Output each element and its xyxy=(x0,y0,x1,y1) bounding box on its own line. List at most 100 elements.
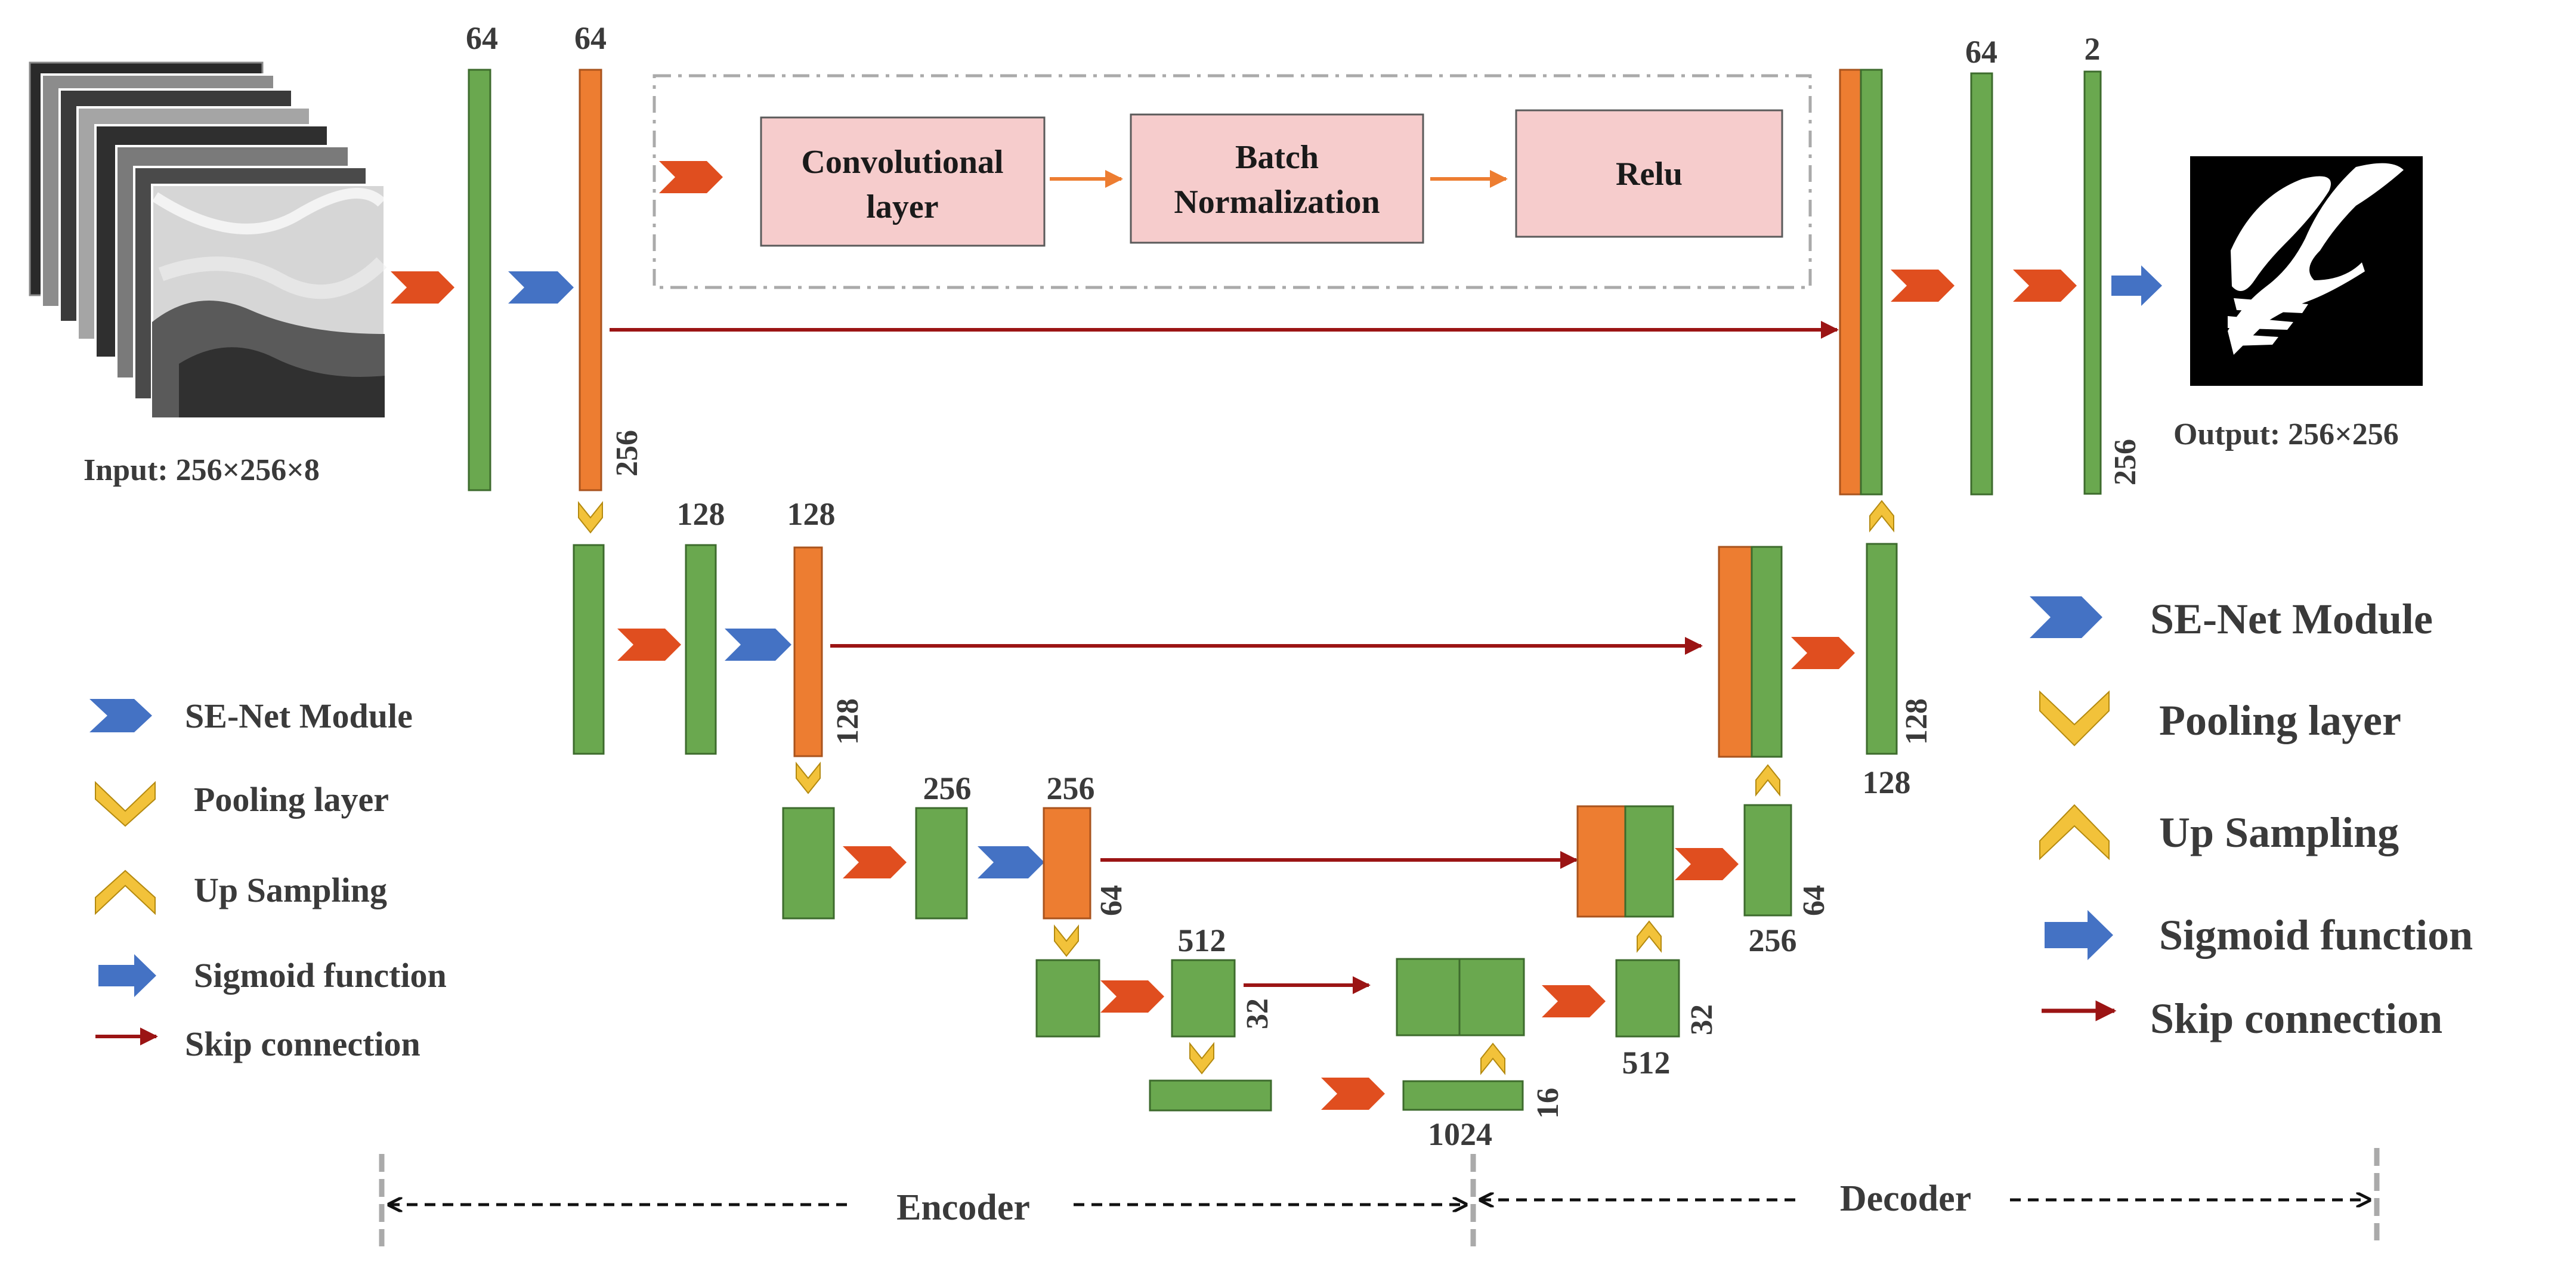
e1-conv1-channels: 64 xyxy=(466,20,498,56)
conv-arrow xyxy=(1891,270,1955,302)
pooling-icon xyxy=(796,762,821,794)
d3-concat-up-block xyxy=(1624,805,1674,918)
bottleneck-conv2-block xyxy=(1402,1080,1524,1111)
e3-conv2-block xyxy=(915,807,968,920)
pooling-icon xyxy=(95,781,156,827)
batch-norm-label-1: Batch xyxy=(1235,139,1319,176)
conv-arrow xyxy=(1100,980,1164,1013)
d4-concat-up-block xyxy=(1458,958,1525,1036)
e1-conv1-block xyxy=(468,69,491,491)
decoder-label: Decoder xyxy=(1840,1178,1971,1219)
output-label: Output: 256×256 xyxy=(2173,417,2399,451)
bottleneck-size: 16 xyxy=(1531,1088,1565,1119)
e2-conv2-block xyxy=(685,544,717,755)
legend-left-se: SE-Net Module xyxy=(185,697,413,735)
d2-size: 128 xyxy=(1900,698,1934,745)
d3-channels: 256 xyxy=(1749,923,1797,958)
e2-conv2-channels: 128 xyxy=(677,496,725,532)
relu-box xyxy=(1515,109,1783,238)
e2-conv1-block xyxy=(573,544,605,755)
conv-detail-box xyxy=(652,74,1812,289)
input-label: Input: 256×256×8 xyxy=(84,453,320,487)
upsampling-icon xyxy=(1637,920,1662,953)
d4-concat-skip-block xyxy=(1396,958,1461,1036)
batch-norm-label-2: Normalization xyxy=(1174,184,1380,221)
d4-size: 32 xyxy=(1685,1004,1719,1035)
bottleneck-conv1-block xyxy=(1149,1079,1272,1112)
conv-layer-label-2: layer xyxy=(866,188,938,225)
d3-size: 64 xyxy=(1797,885,1831,916)
e4-conv1-block xyxy=(1035,959,1100,1038)
legend-left-sigmoid: Sigmoid function xyxy=(194,956,447,995)
se-net-icon xyxy=(89,699,152,732)
d4-conv-block xyxy=(1615,959,1680,1038)
legend-left-skip: Skip connection xyxy=(185,1025,420,1063)
pooling-icon xyxy=(578,501,603,534)
e3-se-block xyxy=(1043,807,1091,920)
d1-size: 256 xyxy=(2108,439,2142,485)
sigmoid-icon xyxy=(98,954,156,997)
legend-right-sigmoid: Sigmoid function xyxy=(2159,911,2473,959)
e4-size: 32 xyxy=(1241,998,1275,1029)
d1-conv1-channels: 64 xyxy=(1965,34,1997,70)
d2-concat-skip-block xyxy=(1718,546,1753,758)
e3-conv2-channels: 256 xyxy=(923,770,972,806)
se-net-arrow xyxy=(978,846,1044,878)
encoder-label: Encoder xyxy=(896,1187,1030,1228)
legend-left: SE-Net Module Pooling layer Up Sampling … xyxy=(89,697,447,1063)
conv-arrow xyxy=(659,161,723,193)
legend-left-up: Up Sampling xyxy=(194,871,387,909)
legend-right: SE-Net Module Pooling layer Up Sampling … xyxy=(2030,595,2473,1042)
e1-se-channels: 64 xyxy=(574,20,607,56)
se-net-icon xyxy=(2030,596,2102,638)
e3-conv1-block xyxy=(782,807,835,920)
e3-size: 64 xyxy=(1094,885,1128,916)
conv-arrow xyxy=(391,271,454,304)
d2-channels: 128 xyxy=(1863,765,1911,800)
conv-layer-label-1: Convolutional xyxy=(801,144,1003,181)
conv-arrow xyxy=(1675,848,1739,880)
d2-conv-block xyxy=(1866,543,1898,755)
e1-se-block xyxy=(579,69,602,491)
e2-se-block xyxy=(793,546,823,757)
d2-concat-up-block xyxy=(1751,546,1783,758)
upsampling-icon xyxy=(1755,764,1780,797)
batch-norm-box xyxy=(1130,113,1424,244)
d3-conv-block xyxy=(1743,804,1792,917)
d1-conv2-channels: 2 xyxy=(2085,31,2101,67)
e4-conv2-block xyxy=(1171,959,1236,1038)
legend-right-up: Up Sampling xyxy=(2159,809,2399,856)
conv-arrow xyxy=(843,846,907,878)
legend-right-se: SE-Net Module xyxy=(2150,595,2433,643)
legend-left-pool: Pooling layer xyxy=(194,780,389,819)
d1-concat-up-block xyxy=(1860,69,1883,496)
output-mask-image xyxy=(2190,156,2423,386)
d3-concat-skip-block xyxy=(1576,805,1626,918)
upsampling-icon xyxy=(1869,500,1894,533)
sigmoid-icon xyxy=(2045,910,2113,960)
d1-conv2-block xyxy=(2083,70,2102,495)
d1-conv1-block xyxy=(1970,72,1993,496)
pooling-icon xyxy=(1054,924,1079,957)
d1-concat-skip-block xyxy=(1839,69,1862,496)
upsampling-icon xyxy=(1480,1042,1505,1075)
conv-arrow xyxy=(1321,1078,1385,1110)
conv-layer-box xyxy=(760,116,1046,247)
conv-arrow xyxy=(1791,637,1855,669)
relu-label: Relu xyxy=(1616,156,1683,193)
e1-size: 256 xyxy=(610,430,644,476)
upsampling-icon xyxy=(2039,804,2110,861)
conv-arrow xyxy=(2013,270,2077,302)
conv-arrow xyxy=(1542,985,1606,1017)
bottleneck-channels: 1024 xyxy=(1428,1116,1492,1152)
se-net-arrow xyxy=(508,271,574,304)
pooling-icon xyxy=(2039,690,2110,747)
sigmoid-arrow xyxy=(2111,265,2162,306)
input-image-stack xyxy=(29,61,387,419)
upsampling-icon xyxy=(95,869,156,915)
d4-channels: 512 xyxy=(1622,1045,1671,1081)
e2-size: 128 xyxy=(831,698,865,745)
se-net-arrow xyxy=(725,629,791,661)
